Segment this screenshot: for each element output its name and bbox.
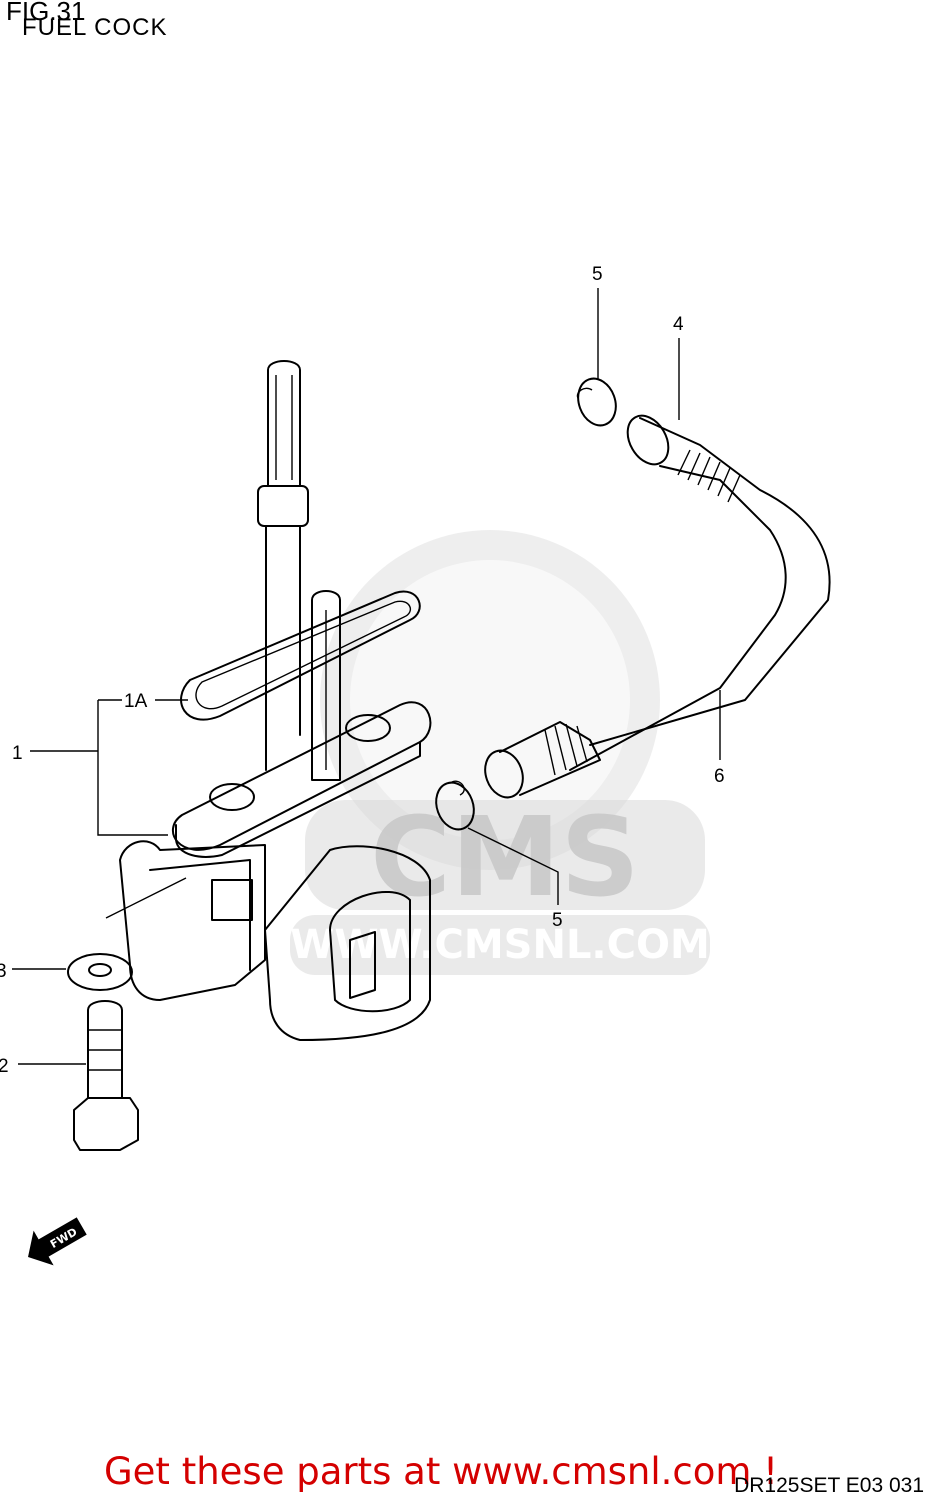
callout-3: 3 [0, 961, 7, 982]
callout-2: 2 [0, 1056, 9, 1077]
bolt-2 [73, 1000, 139, 1151]
watermark-url: WWW.CMSNL.COM [290, 922, 710, 968]
callout-6: 6 [714, 766, 725, 787]
clamp-5-bottom [435, 780, 475, 831]
fwd-arrow-icon: FWD [28, 1217, 87, 1266]
leader-lines [12, 288, 721, 1065]
clamp-5-top [576, 377, 617, 427]
watermark-brand: CMS [370, 793, 639, 921]
fuel-hose-4 [569, 414, 831, 771]
washer-3 [67, 953, 133, 991]
fuel-cock-lever-shaft [257, 360, 309, 771]
footer-diagram-code: DR125SET E03 031 [734, 1474, 924, 1497]
callout-1a: 1A [124, 691, 148, 712]
callout-5-bottom: 5 [552, 910, 563, 931]
watermark: CMS WWW.CMSNL.COM [290, 530, 710, 975]
callout-5-top: 5 [592, 264, 603, 285]
footer-promo-link[interactable]: Get these parts at www.cmsnl.com ! [104, 1450, 779, 1493]
callout-1: 1 [12, 743, 23, 764]
figure-number: FIG.31 [6, 0, 86, 26]
callout-4: 4 [673, 314, 684, 335]
fuel-cock-body [119, 840, 431, 1041]
figure-title: FUEL COCK [22, 14, 168, 41]
fuel-hose-6-end [484, 721, 601, 799]
mounting-plate [171, 701, 432, 858]
